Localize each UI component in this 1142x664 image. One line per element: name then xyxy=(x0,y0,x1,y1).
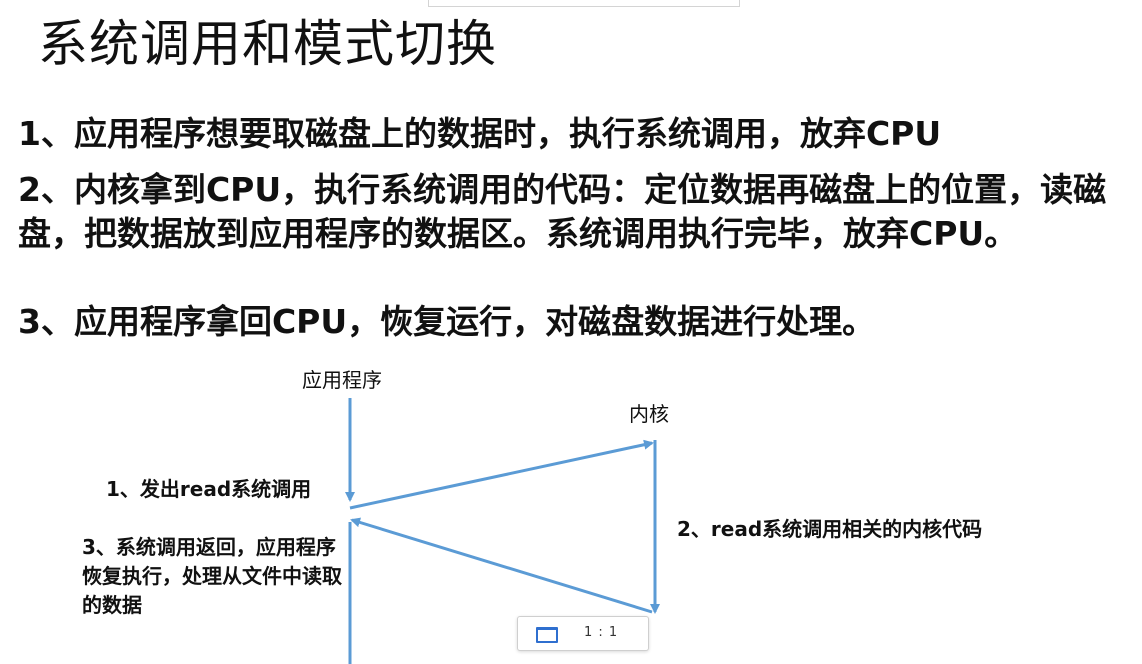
app-label: 应用程序 xyxy=(302,368,382,392)
zoom-ratio-label[interactable]: 1 : 1 xyxy=(584,625,619,640)
window-tab-edge xyxy=(428,0,740,7)
return-arrow xyxy=(350,517,653,614)
syscall-arrow xyxy=(349,439,654,510)
zoom-control[interactable]: 1 : 1 xyxy=(517,616,649,651)
step3-label: 3、系统调用返回，应用程序恢复执行，处理从文件中读取的数据 xyxy=(82,535,342,617)
bullet-2: 2、内核拿到CPU，执行系统调用的代码：定位数据再磁盘上的位置，读磁盘，把数据放… xyxy=(18,170,1107,253)
kernel-label: 内核 xyxy=(629,402,669,426)
step1-label: 1、发出read系统调用 xyxy=(106,477,312,501)
slide-title: 系统调用和模式切换 xyxy=(38,15,497,73)
bullet-1: 1、应用程序想要取磁盘上的数据时，执行系统调用，放弃CPU xyxy=(18,114,942,153)
bullet-3: 3、应用程序拿回CPU，恢复运行，对磁盘数据进行处理。 xyxy=(18,302,876,341)
step2-label: 2、read系统调用相关的内核代码 xyxy=(677,517,983,541)
screen-icon[interactable] xyxy=(536,627,558,643)
